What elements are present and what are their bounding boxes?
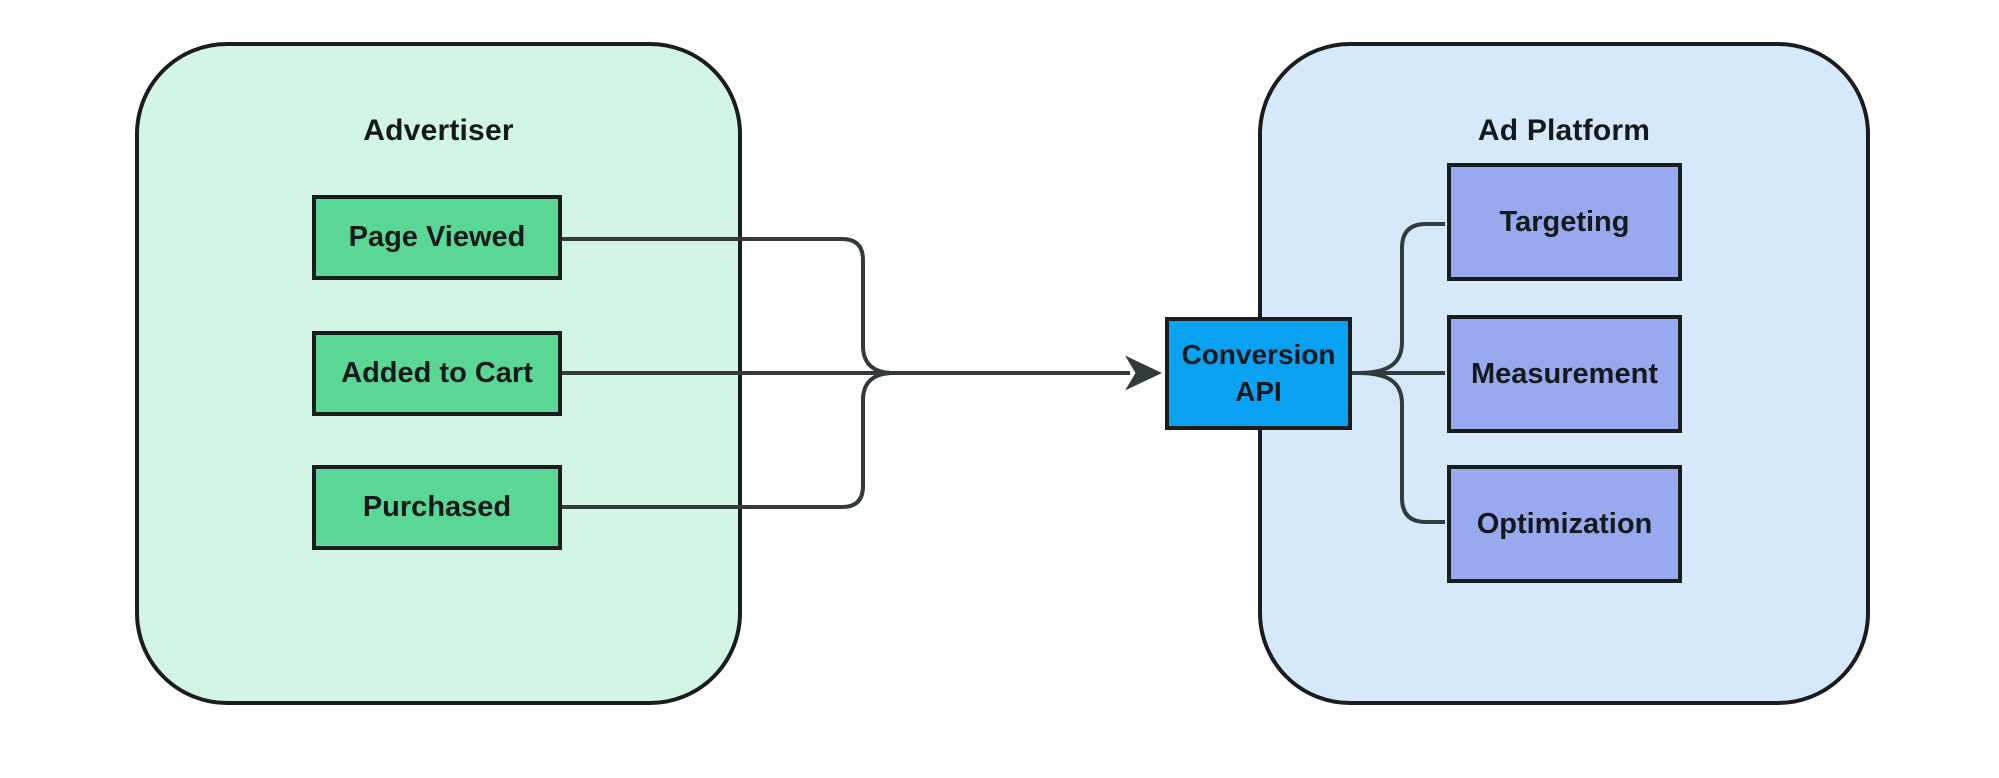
ad-platform-group-title: Ad Platform [1477, 114, 1651, 147]
node-purchased-label: Purchased [362, 491, 512, 523]
node-conversion-api-label: Conversion API [1181, 339, 1336, 407]
node-measurement-label: Measurement [1471, 357, 1658, 390]
node-page-viewed: Page Viewed [312, 195, 562, 280]
node-conversion-api: Conversion API [1165, 317, 1352, 430]
node-page-viewed-label: Page Viewed [348, 221, 526, 253]
node-optimization-label: Optimization [1476, 507, 1653, 540]
connector-optimization [1357, 371, 1445, 524]
node-added-to-cart: Added to Cart [312, 331, 562, 416]
node-added-to-cart-label: Added to Cart [341, 357, 533, 389]
connector-page-viewed [562, 237, 894, 375]
node-optimization: Optimization [1447, 465, 1682, 583]
connector-purchased [562, 371, 894, 509]
node-targeting-label: Targeting [1499, 205, 1630, 238]
node-targeting: Targeting [1447, 163, 1682, 281]
connector-targeting [1357, 222, 1445, 375]
node-purchased: Purchased [312, 465, 562, 550]
arrowhead-icon [1125, 355, 1162, 391]
node-measurement: Measurement [1447, 315, 1682, 433]
advertiser-group-title: Advertiser [363, 114, 514, 147]
